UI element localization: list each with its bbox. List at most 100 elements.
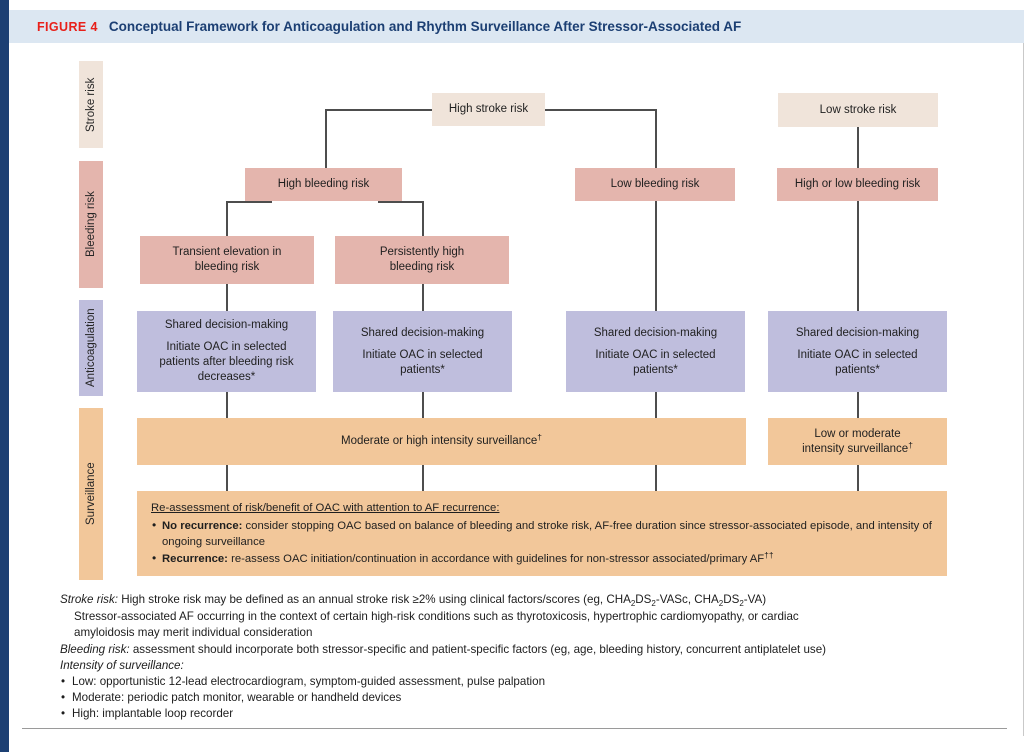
footnote-stroke-risk-text-d: DS <box>723 593 740 606</box>
dagger-icon: † <box>537 432 542 442</box>
left-blue-rail <box>0 0 9 752</box>
node-anticoag-low-bleed-line2: patients* <box>633 363 678 376</box>
figure-number-label: FIGURE 4 <box>37 19 98 34</box>
footnote-stroke-risk-text-c: -VASc, CHA <box>655 593 719 606</box>
node-anticoag-low-stroke-line1: Initiate OAC in selected <box>797 348 918 361</box>
node-high-or-low-bleeding-risk[interactable]: High or low bleeding risk <box>777 168 938 201</box>
node-anticoag-persistent-line2: patients* <box>400 363 445 376</box>
node-persistently-high-line2: bleeding risk <box>389 261 455 273</box>
row-label-surveillance-text: Surveillance <box>85 462 97 526</box>
connector-high-bleed-left <box>226 201 272 203</box>
row-label-bleeding-risk: Bleeding risk <box>79 161 103 288</box>
node-persistently-high[interactable]: Persistently high bleeding risk <box>335 236 509 284</box>
connector-anticoag1-down <box>226 392 228 418</box>
reassessment-bullet2-bold: Recurrence: <box>162 552 228 565</box>
connector-highlow-bleed-down <box>857 201 859 311</box>
footnote-intensity-high: High: implantable loop recorder <box>60 706 995 722</box>
node-moderate-high-surveillance[interactable]: Moderate or high intensity surveillance† <box>137 418 746 465</box>
row-label-surveillance: Surveillance <box>79 408 103 580</box>
node-persistently-high-line1: Persistently high <box>379 246 465 258</box>
footnote-stroke-risk-text-b: DS <box>635 593 652 606</box>
footnote-intensity-moderate: Moderate: periodic patch monitor, wearab… <box>60 690 995 706</box>
connector-low-bleed-down <box>655 201 657 311</box>
connector-high-bleed-right <box>378 201 423 203</box>
node-low-moderate-surveillance-line2: intensity surveillance <box>802 442 909 455</box>
footnote-bleeding-risk: Bleeding risk: assessment should incorpo… <box>60 642 995 658</box>
node-high-stroke-risk[interactable]: High stroke risk <box>432 93 545 126</box>
node-reassessment[interactable]: Re-assessment of risk/benefit of OAC wit… <box>137 491 947 576</box>
footnote-stroke-risk-cont2: amyloidosis may merit individual conside… <box>74 626 313 640</box>
node-low-moderate-surveillance-line1: Low or moderate <box>814 427 901 440</box>
connector-surv4-down <box>857 465 859 491</box>
reassessment-heading: Re-assessment of risk/benefit of OAC wit… <box>151 502 500 514</box>
footnote-sub-3: 2 <box>718 598 724 608</box>
node-high-bleeding-risk-label: High bleeding risk <box>277 178 370 190</box>
node-anticoag-low-stroke-line2: patients* <box>835 363 880 376</box>
reassessment-bullet-recurrence: Recurrence: re-assess OAC initiation/con… <box>151 550 935 568</box>
node-low-moderate-surveillance[interactable]: Low or moderate intensity surveillance† <box>768 418 947 465</box>
node-transient-elevation-line1: Transient elevation in <box>172 246 282 258</box>
node-anticoag-low-stroke-shared: Shared decision-making <box>795 326 920 339</box>
row-label-anticoagulation-text: Anticoagulation <box>85 308 97 388</box>
footnote-stroke-risk: Stroke risk: High stroke risk may be def… <box>60 592 995 609</box>
node-high-or-low-bleeding-risk-label: High or low bleeding risk <box>794 178 921 190</box>
footnote-stroke-risk-label: Stroke risk: <box>60 593 118 606</box>
reassessment-bullet1-bold: No recurrence: <box>162 519 243 532</box>
node-low-moderate-surveillance-line2-wrap: intensity surveillance† <box>802 439 913 457</box>
connector-surv1-down <box>226 465 228 491</box>
node-anticoag-low-bleed[interactable]: Shared decision-making Initiate OAC in s… <box>566 311 745 392</box>
connector-high-bleed-down-right <box>422 201 424 236</box>
node-anticoag-low-bleed-line1: Initiate OAC in selected <box>595 348 716 361</box>
node-low-bleeding-risk[interactable]: Low bleeding risk <box>575 168 735 201</box>
node-high-stroke-risk-label: High stroke risk <box>448 103 529 115</box>
connector-anticoag3-down <box>655 392 657 418</box>
connector-high-stroke-left <box>325 109 432 111</box>
connector-high-bleed-down-left <box>226 201 228 236</box>
dagger-icon-2: † <box>908 439 913 450</box>
footnote-bleeding-risk-label: Bleeding risk: <box>60 642 130 656</box>
connector-transient-down <box>226 284 228 311</box>
figure-footnotes: Stroke risk: High stroke risk may be def… <box>60 592 995 723</box>
connector-high-stroke-right <box>545 109 656 111</box>
row-label-anticoagulation: Anticoagulation <box>79 300 103 396</box>
node-low-bleeding-risk-label: Low bleeding risk <box>610 178 700 190</box>
footnote-sub-2: 2 <box>651 598 656 608</box>
node-anticoag-transient[interactable]: Shared decision-making Initiate OAC in s… <box>137 311 316 392</box>
footnote-intensity-low: Low: opportunistic 12-lead electrocardio… <box>60 674 995 690</box>
row-label-bleeding-risk-text: Bleeding risk <box>85 191 97 258</box>
figure-title: Conceptual Framework for Anticoagulation… <box>108 19 742 34</box>
reassessment-bullet-list: No recurrence: consider stopping OAC bas… <box>151 517 935 568</box>
node-low-stroke-risk-label: Low stroke risk <box>819 103 897 116</box>
footnote-bleeding-risk-text: assessment should incorporate both stres… <box>129 642 827 656</box>
node-anticoag-low-stroke[interactable]: Shared decision-making Initiate OAC in s… <box>768 311 947 392</box>
reassessment-bullet2-text: re-assess OAC initiation/continuation in… <box>227 552 765 565</box>
footnote-intensity-label: Intensity of surveillance: <box>60 658 184 672</box>
reassessment-bullet1-text: consider stopping OAC based on balance o… <box>162 519 932 549</box>
node-low-stroke-risk[interactable]: Low stroke risk <box>778 93 938 127</box>
bottom-rule <box>22 728 1007 729</box>
node-moderate-high-surveillance-text: Moderate or high intensity surveillance <box>341 435 538 447</box>
node-transient-elevation[interactable]: Transient elevation in bleeding risk <box>140 236 314 284</box>
node-anticoag-transient-shared: Shared decision-making <box>164 319 289 331</box>
node-anticoag-transient-line1: Initiate OAC in selected <box>166 341 287 353</box>
row-label-stroke-risk: Stroke risk <box>79 61 103 148</box>
connector-anticoag2-down <box>422 392 424 418</box>
footnote-intensity: Intensity of surveillance: <box>60 658 995 674</box>
row-label-stroke-risk-text: Stroke risk <box>85 77 97 132</box>
connector-low-stroke-down <box>857 127 859 168</box>
footnote-stroke-risk-cont1: Stressor-associated AF occurring in the … <box>74 610 799 624</box>
connector-high-stroke-down-right <box>655 109 657 168</box>
connector-high-stroke-down-left <box>325 109 327 168</box>
node-anticoag-persistent[interactable]: Shared decision-making Initiate OAC in s… <box>333 311 512 392</box>
figure-header-band: FIGURE 4 Conceptual Framework for Antico… <box>9 10 1024 43</box>
connector-persistent-down <box>422 284 424 311</box>
footnote-sub-1: 2 <box>630 598 636 608</box>
node-anticoag-transient-line2: patients after bleeding risk <box>159 356 294 368</box>
node-high-bleeding-risk[interactable]: High bleeding risk <box>245 168 402 201</box>
node-anticoag-persistent-line1: Initiate OAC in selected <box>362 348 483 361</box>
reassessment-bullet-no-recurrence: No recurrence: consider stopping OAC bas… <box>151 517 935 551</box>
connector-surv3-down <box>655 465 657 491</box>
connector-anticoag4-down <box>857 392 859 418</box>
footnote-sub-4: 2 <box>739 598 744 608</box>
